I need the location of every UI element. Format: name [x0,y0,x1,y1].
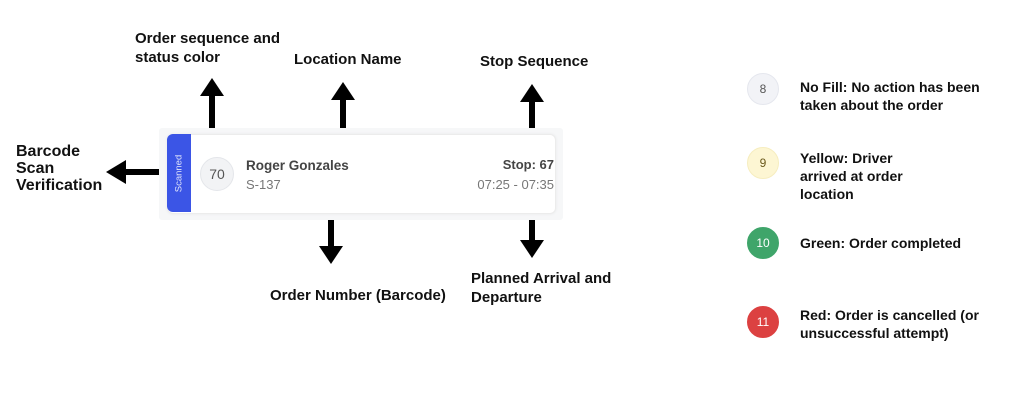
order-sequence-up-arrow [200,78,224,154]
scan-tag-text: Scanned [173,154,185,192]
location-name: Roger Gonzales [246,158,349,173]
planned-arrival-down-arrow [520,202,544,258]
barcode-scan-label: Barcode Scan Verification [16,143,103,194]
legend-text: No Fill: No action has been taken about … [800,79,980,113]
planned-arrival-label: Planned Arrival and Departure [471,270,612,306]
status-circle-yellow: 9 [747,147,779,179]
order-number-down-arrow [319,196,343,264]
stop-sequence: Stop: 67 [502,157,554,172]
order-number-label: Order Number (Barcode) [270,287,446,304]
legend-text: Yellow: Driver arrived at order location [800,150,903,202]
legend-text: Red: Order is cancelled (or unsuccessful… [800,307,979,341]
order-sequence-label: Order sequence and status color [135,30,281,66]
time-window: 07:25 - 07:35 [477,177,554,192]
stop-sequence-label: Stop Sequence [480,53,589,70]
status-circle-green: 10 [747,227,779,259]
status-circle-red: 11 [747,306,779,338]
order-number: S-137 [246,177,281,192]
stop-sequence-up-arrow [520,84,544,146]
scan-verification-tag: Scanned [167,134,191,212]
order-sequence-circle: 70 [200,157,234,191]
status-circle-no-fill: 8 [747,73,779,105]
legend-text: Green: Order completed [800,235,962,251]
barcode-scan-left-arrow [106,160,160,184]
location-name-label: Location Name [294,51,402,68]
